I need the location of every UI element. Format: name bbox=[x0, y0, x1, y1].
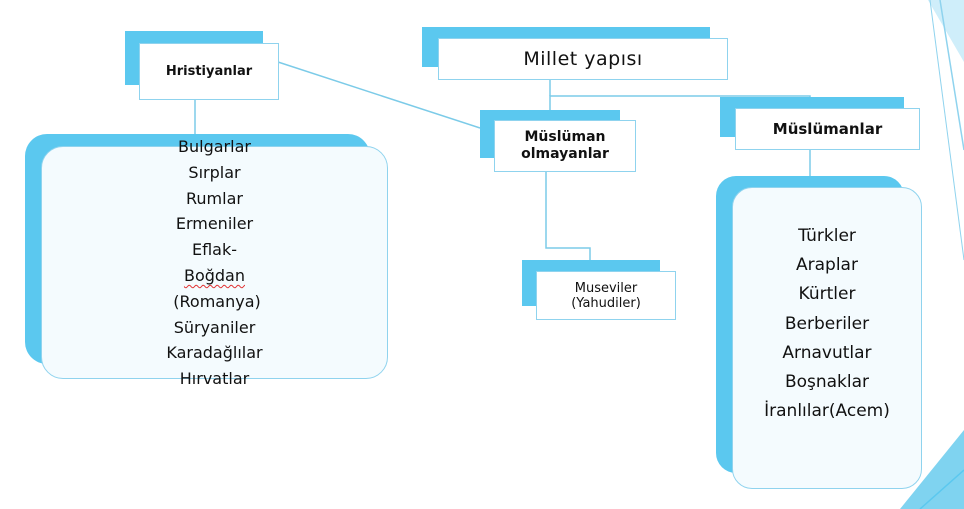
list-item: Araplar bbox=[796, 255, 858, 276]
muslim-olmayan-line1: Müslüman bbox=[524, 129, 606, 145]
connector-museviler bbox=[545, 170, 591, 262]
hristiyanlar-items: Bulgarlar Sırplar Rumlar Ermeniler Eflak… bbox=[166, 134, 262, 392]
muslim-olmayan-node: Müslüman olmayanlar bbox=[480, 110, 636, 172]
root-label: Millet yapısı bbox=[523, 48, 643, 70]
list-item: Karadağlılar bbox=[166, 343, 263, 363]
museviler-node: Museviler (Yahudiler) bbox=[522, 260, 676, 320]
muslumanlar-node: Müslümanlar bbox=[720, 97, 920, 151]
list-item: Türkler bbox=[798, 226, 856, 246]
hristiyanlar-list-card: Bulgarlar Sırplar Rumlar Ermeniler Eflak… bbox=[41, 137, 388, 388]
list-item: Ermeniler bbox=[175, 214, 254, 234]
connector-hristiyan-muslim-olmayan bbox=[277, 61, 481, 129]
list-item-part-spellcheck: Boğdan bbox=[183, 265, 245, 285]
deco-line-1 bbox=[939, 0, 964, 151]
muslumanlar-list-node: Türkler Araplar Kürtler Berberiler Arnav… bbox=[716, 176, 922, 489]
museviler-line1: Museviler bbox=[574, 280, 638, 296]
hristiyanlar-node: Hristiyanlar bbox=[125, 31, 279, 100]
list-item: Arnavutlar bbox=[782, 342, 872, 363]
list-item: Bulgarlar bbox=[178, 137, 251, 156]
list-item: Kürtler bbox=[798, 284, 856, 305]
list-item: Rumlar bbox=[186, 188, 243, 208]
list-item: Sırplar bbox=[188, 162, 241, 182]
list-item-part: Eflak- bbox=[191, 240, 237, 260]
hristiyanlar-label: Hristiyanlar bbox=[165, 64, 253, 79]
muslumanlar-list-card: Türkler Araplar Kürtler Berberiler Arnav… bbox=[732, 187, 922, 489]
hristiyanlar-card: Hristiyanlar bbox=[139, 43, 279, 100]
museviler-card: Museviler (Yahudiler) bbox=[536, 271, 676, 320]
list-item: Boşnaklar bbox=[784, 372, 870, 393]
deco-line-3 bbox=[919, 469, 964, 509]
corner-accent-bottom bbox=[900, 430, 964, 509]
list-item: İranlılar(Acem) bbox=[764, 401, 890, 422]
museviler-line2: (Yahudiler) bbox=[571, 295, 641, 311]
muslim-olmayan-line2: olmayanlar bbox=[521, 146, 609, 162]
list-item: Hırvatlar bbox=[179, 369, 250, 389]
muslumanlar-card: Müslümanlar bbox=[735, 108, 920, 150]
muslim-olmayan-card: Müslüman olmayanlar bbox=[494, 120, 636, 172]
root-node: Millet yapısı bbox=[422, 27, 728, 81]
corner-accent-top bbox=[928, 0, 964, 62]
list-item: Süryaniler bbox=[173, 317, 256, 337]
list-item-eflak: Eflak- Boğdan (Romanya) bbox=[168, 237, 261, 314]
deco-line-2 bbox=[929, 0, 964, 261]
hristiyanlar-list-node: Bulgarlar Sırplar Rumlar Ermeniler Eflak… bbox=[25, 134, 388, 388]
list-item-part: (Romanya) bbox=[168, 291, 261, 311]
list-item: Berberiler bbox=[784, 313, 870, 334]
root-card: Millet yapısı bbox=[438, 38, 728, 80]
muslumanlar-items: Türkler Araplar Kürtler Berberiler Arnav… bbox=[764, 222, 890, 426]
muslumanlar-label: Müslümanlar bbox=[772, 120, 883, 138]
